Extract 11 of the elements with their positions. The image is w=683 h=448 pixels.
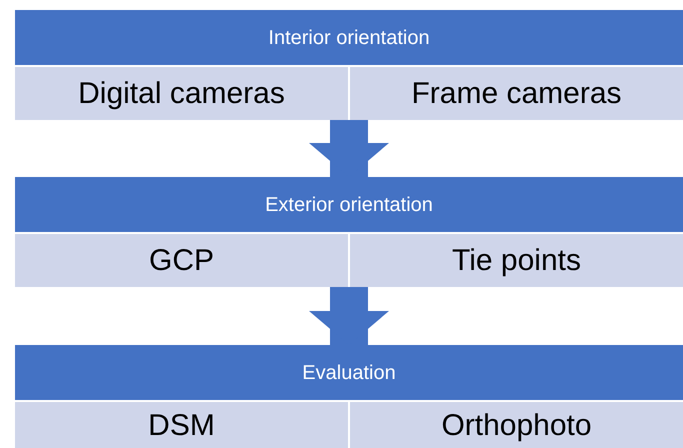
header-bar: Evaluation <box>15 345 683 400</box>
header-bar: Interior orientation <box>15 10 683 65</box>
category-cell: Tie points <box>350 234 683 287</box>
category-cell: Frame cameras <box>350 67 683 120</box>
category-cell: GCP <box>15 234 348 287</box>
category-cell: Digital cameras <box>15 67 348 120</box>
category-cell: Orthophoto <box>350 402 683 448</box>
category-cell: DSM <box>15 402 348 448</box>
block-arrow <box>309 120 389 177</box>
block-arrow <box>309 287 389 345</box>
header-bar: Exterior orientation <box>15 177 683 232</box>
